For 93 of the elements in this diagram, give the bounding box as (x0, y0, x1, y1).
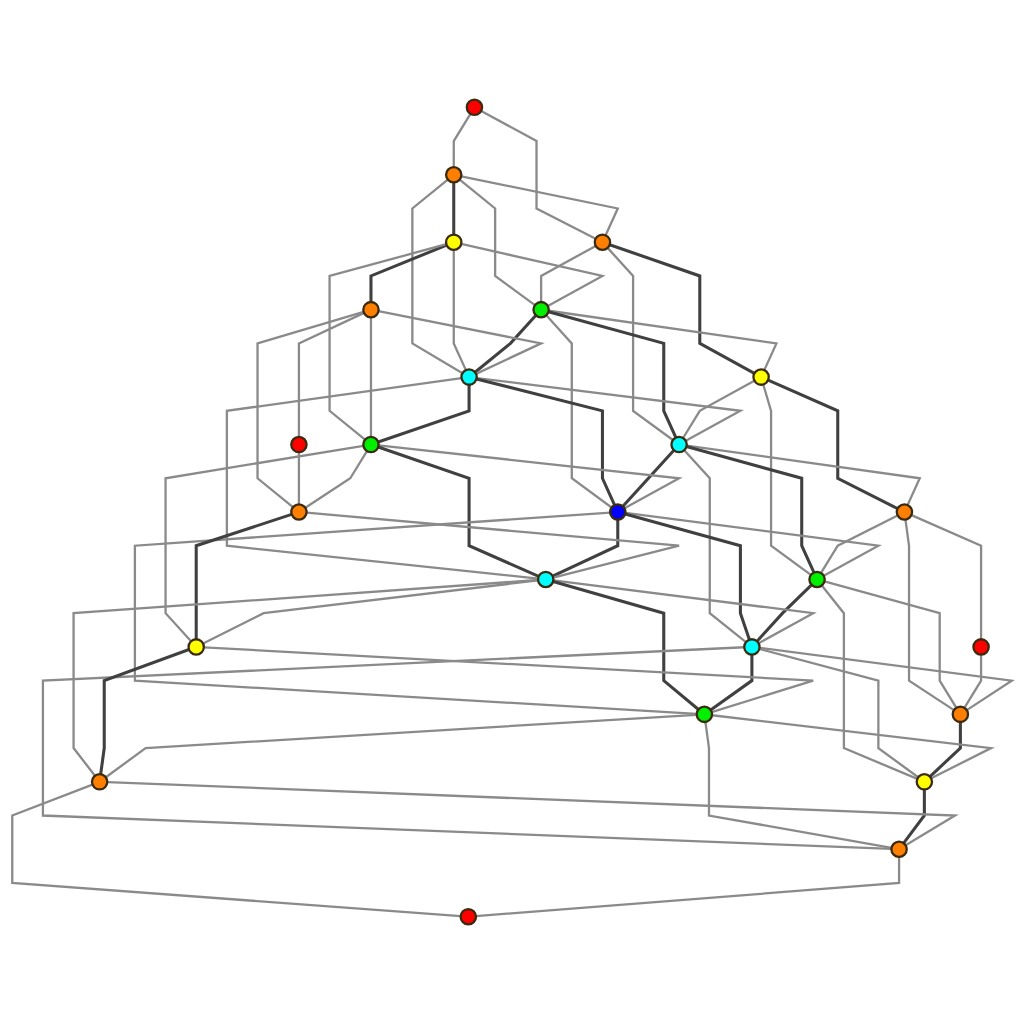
connector (377, 445, 540, 578)
connector (704, 721, 892, 850)
connector (553, 579, 817, 645)
connector (452, 249, 467, 371)
connector (452, 182, 456, 235)
connector (164, 444, 364, 642)
connector (460, 242, 606, 307)
connector (378, 310, 545, 375)
connector (963, 654, 983, 709)
node-circle (972, 638, 990, 656)
connector (411, 178, 464, 375)
connector (475, 856, 901, 918)
connector (306, 511, 681, 579)
node-circle (593, 233, 612, 251)
connector (378, 444, 683, 510)
connector (369, 243, 448, 302)
connector (552, 580, 700, 711)
connector (480, 109, 597, 240)
connector (256, 310, 364, 509)
node-circle (465, 98, 484, 117)
connector (548, 309, 779, 371)
node-circle (290, 503, 308, 521)
connector (820, 514, 899, 574)
connector (297, 452, 301, 505)
node-circle (460, 368, 478, 386)
connector (225, 377, 539, 580)
connector (133, 511, 697, 716)
node-circle (444, 165, 463, 184)
node-circle (752, 368, 770, 386)
connector (711, 714, 995, 780)
connector (759, 646, 1015, 712)
node-circle (90, 773, 109, 791)
connector (820, 584, 918, 780)
connector (548, 310, 678, 439)
connector (304, 450, 368, 509)
node-circle (895, 503, 914, 521)
connector (683, 449, 747, 643)
connector (328, 243, 447, 441)
connector (297, 311, 365, 437)
node-circle (951, 705, 970, 724)
connector (476, 377, 616, 506)
connector (11, 783, 461, 918)
node-circle (187, 638, 206, 656)
connector (369, 317, 373, 437)
connector (682, 379, 755, 439)
connector (928, 722, 962, 778)
node-circle (608, 503, 627, 521)
node-circle (695, 705, 714, 724)
connector (686, 445, 816, 574)
connector (767, 378, 899, 510)
connector (824, 580, 958, 709)
connector (99, 648, 190, 775)
connector (762, 384, 812, 576)
connector (461, 175, 620, 236)
connector (105, 713, 697, 779)
node-circle (808, 570, 826, 589)
node-circle (670, 435, 688, 454)
connector (545, 314, 613, 509)
connector (540, 244, 597, 302)
node-circle (444, 233, 463, 251)
connector (624, 512, 751, 641)
node-circle (743, 638, 761, 656)
connector (458, 178, 536, 307)
connector (107, 780, 959, 847)
node-circle (532, 300, 550, 319)
connector (759, 647, 919, 779)
connector (755, 583, 813, 643)
connector (621, 449, 676, 508)
node-circle (459, 907, 478, 926)
connector (41, 646, 892, 851)
connector (377, 384, 471, 444)
connector (606, 247, 674, 441)
connector (474, 314, 538, 374)
node-circle (362, 300, 380, 319)
connector (72, 578, 539, 777)
connector (476, 376, 745, 442)
node-circle (290, 435, 308, 454)
node-circle (536, 570, 555, 589)
connector (452, 113, 472, 168)
connector (904, 519, 955, 712)
connector (203, 646, 815, 714)
node-circle (362, 435, 380, 454)
node-circle (915, 773, 934, 791)
node-circle (890, 840, 908, 859)
connector (902, 789, 926, 845)
connector (911, 514, 983, 640)
connector (552, 519, 620, 578)
connector (202, 579, 539, 645)
connector (625, 511, 882, 577)
connector (609, 243, 756, 375)
connector (194, 512, 293, 640)
connector (686, 444, 922, 506)
connector (709, 654, 754, 712)
